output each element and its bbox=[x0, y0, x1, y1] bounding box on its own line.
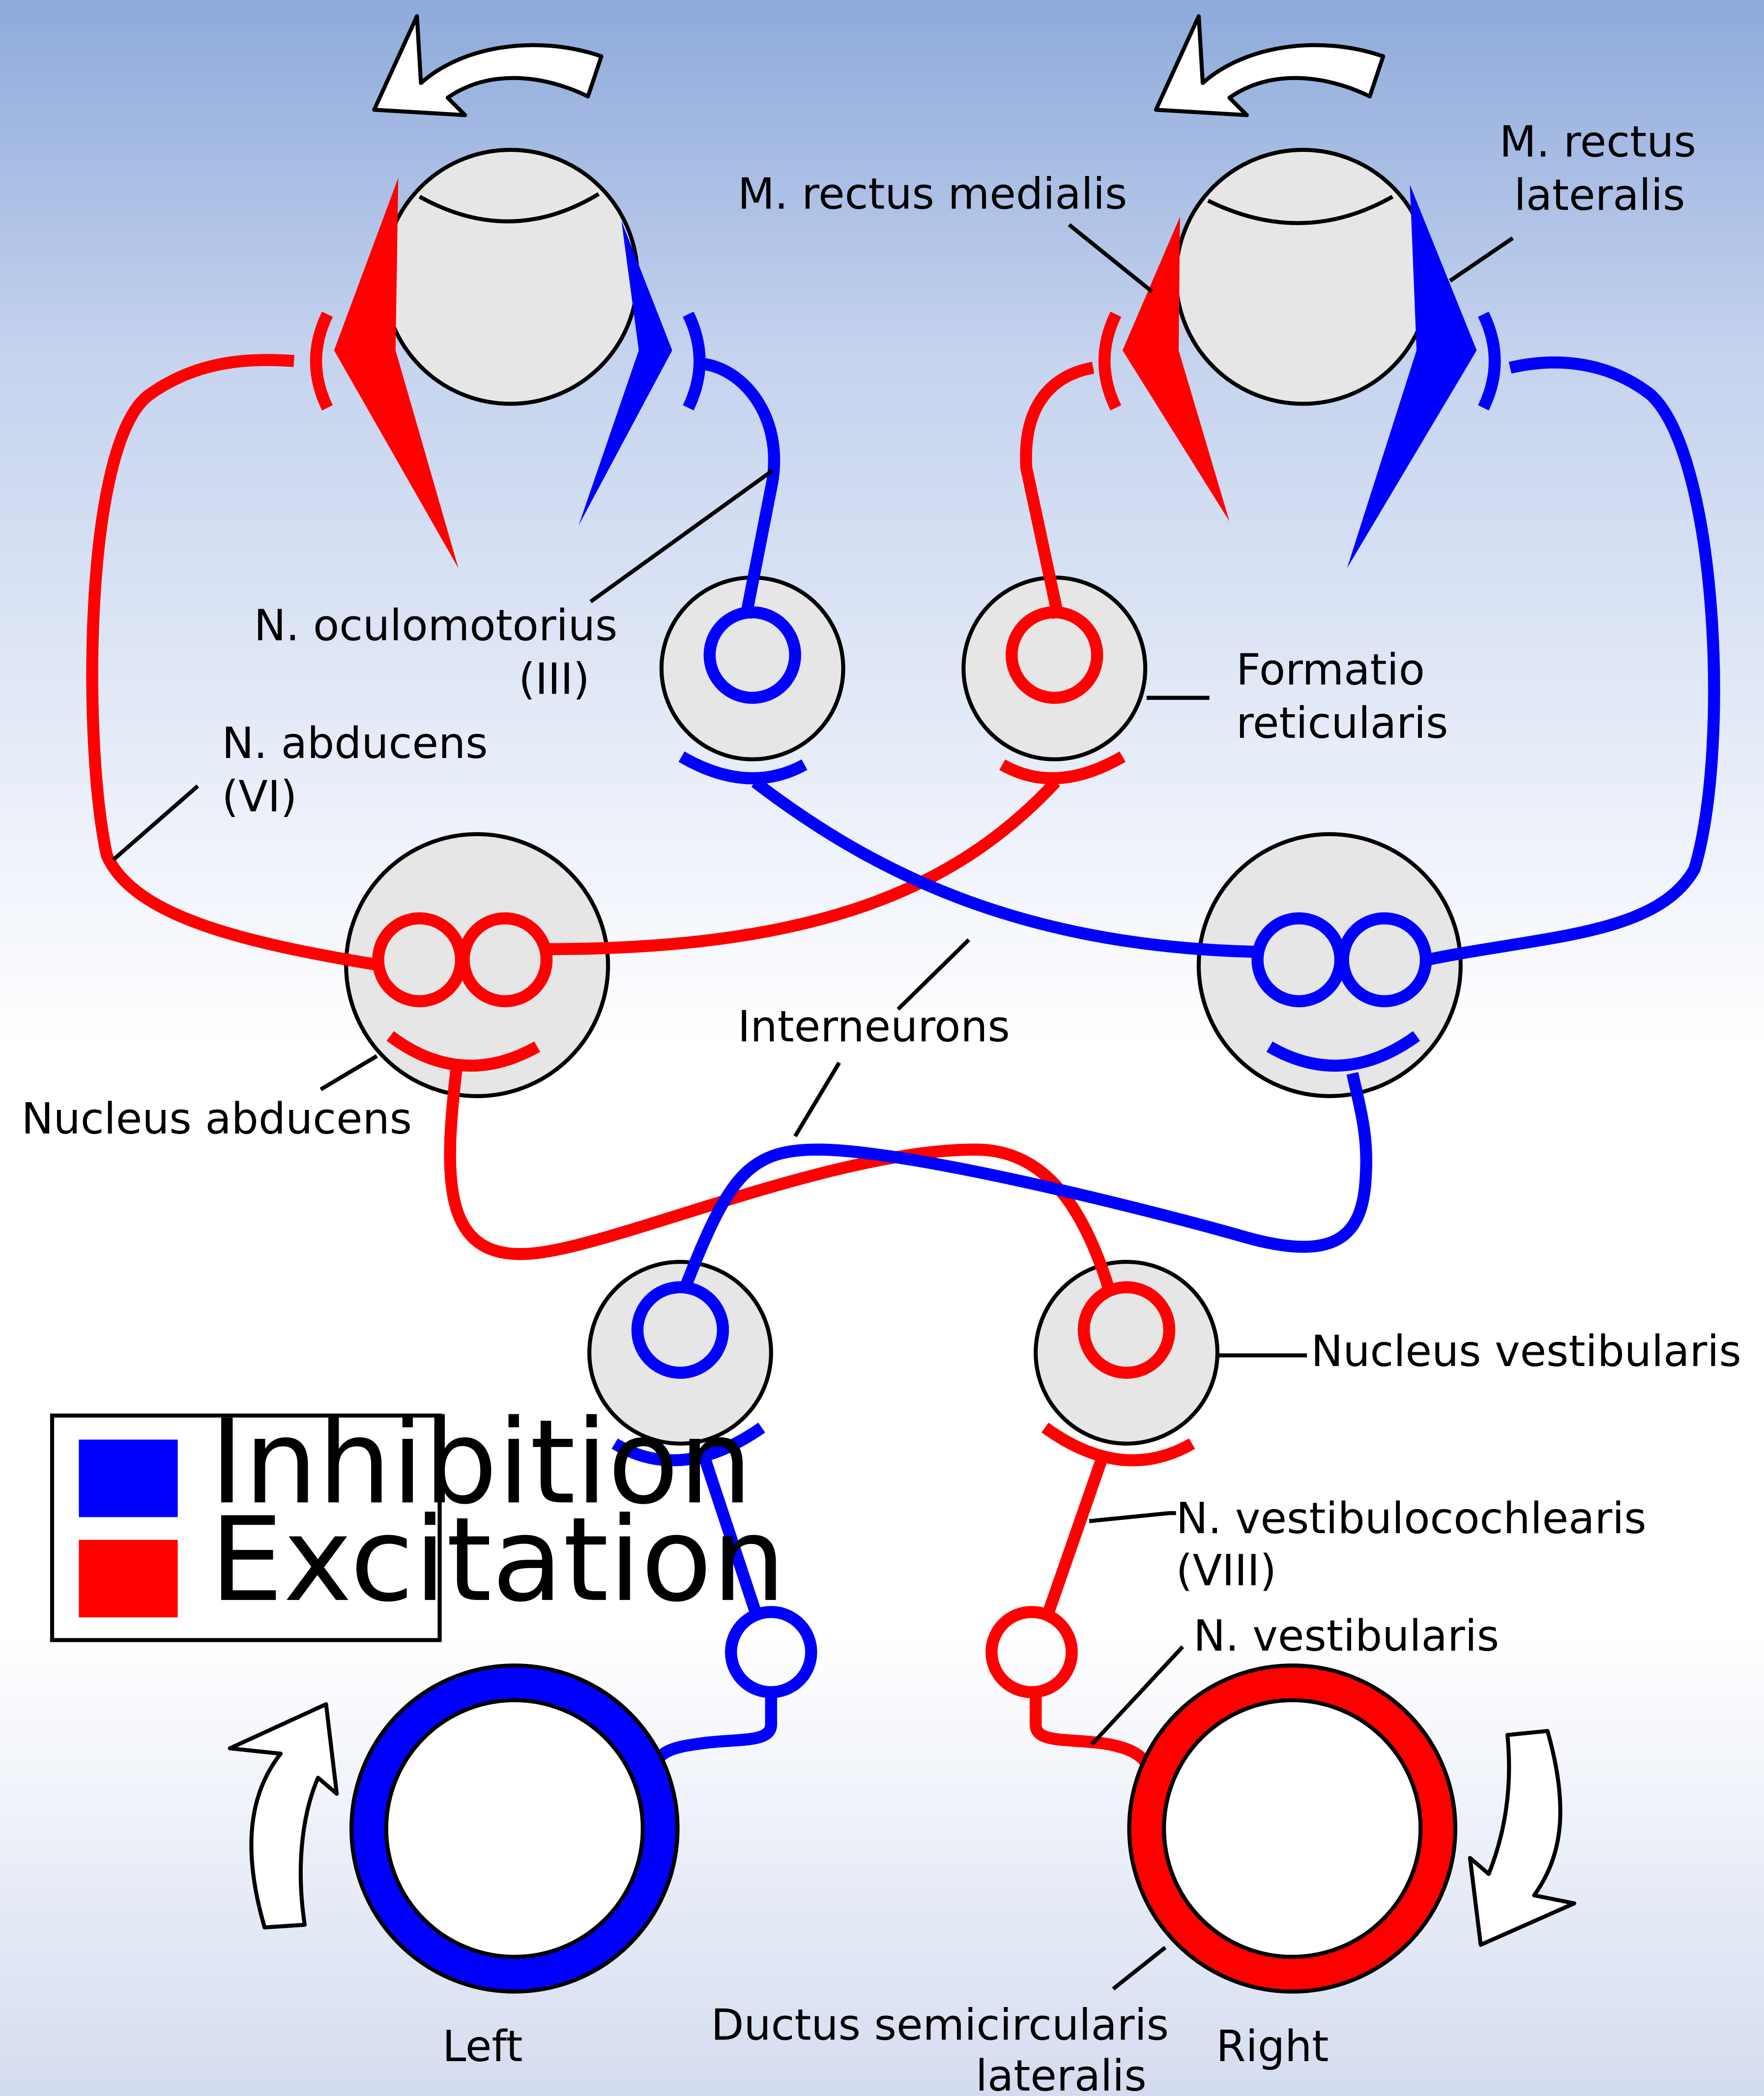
label-m-rectus-lateralis-line2: lateralis bbox=[1514, 170, 1685, 220]
m-rectus-lateralis-leader bbox=[1450, 238, 1513, 281]
right-eye bbox=[1123, 150, 1477, 568]
label-n-abducens-line1: N. abducens bbox=[222, 718, 488, 768]
left-semicircular-canal bbox=[369, 1683, 660, 1974]
interneurons-leader-lower bbox=[795, 1063, 839, 1136]
label-formatio-line2: reticularis bbox=[1236, 698, 1448, 748]
label-left: Left bbox=[442, 2021, 523, 2071]
ductus-semicircularis-leader bbox=[1113, 1948, 1165, 1989]
nucleus-abducens-leader bbox=[321, 1056, 377, 1089]
n-abducens-leader bbox=[114, 786, 198, 860]
legend: Inhibition Excitation bbox=[52, 1394, 786, 1640]
label-ductus-line1: Ductus semicircularis bbox=[711, 2000, 1169, 2050]
right-vestibular-ganglion-cell bbox=[991, 1612, 1071, 1692]
interneurons-leader-upper bbox=[898, 940, 969, 1009]
n-vestibulocochlearis-leader bbox=[1089, 1513, 1176, 1521]
m-rectus-medialis-leader bbox=[1069, 225, 1152, 291]
label-n-vestibulocochlearis-line2: (VIII) bbox=[1176, 1545, 1276, 1596]
label-n-abducens-line2: (VI) bbox=[222, 772, 297, 822]
legend-label-excitation: Excitation bbox=[210, 1492, 786, 1628]
left-abducens-nerve-pathway bbox=[92, 360, 379, 965]
interneuron-pathway-right-to-oculomotor bbox=[755, 782, 1256, 952]
left-eye bbox=[334, 150, 672, 568]
label-m-rectus-medialis: M. rectus medialis bbox=[738, 169, 1127, 219]
curved-arrow-left-icon bbox=[1156, 16, 1383, 115]
right-semicircular-canal bbox=[1147, 1683, 1438, 1974]
legend-swatch-excitation bbox=[79, 1540, 177, 1618]
curved-arrow-left-icon bbox=[374, 16, 601, 115]
right-lateral-rectus-synapse bbox=[1483, 314, 1495, 408]
label-n-vestibulocochlearis-line1: N. vestibulocochlearis bbox=[1176, 1493, 1647, 1543]
left-vestibular-nerve-pathway bbox=[659, 1693, 771, 1758]
label-n-vestibularis: N. vestibularis bbox=[1193, 1611, 1499, 1661]
left-abducens-nucleus bbox=[346, 834, 608, 1096]
right-medial-rectus-synapse bbox=[1104, 314, 1116, 408]
left-lateral-rectus-synapse bbox=[688, 314, 699, 408]
label-n-oculomotorius-line1: N. oculomotorius bbox=[254, 601, 618, 651]
right-eyeball bbox=[1176, 150, 1430, 404]
legend-swatch-inhibition bbox=[79, 1440, 177, 1517]
right-vestibular-nerve-pathway bbox=[1049, 1457, 1102, 1611]
left-eyeball bbox=[383, 150, 637, 404]
label-ductus-line2: lateralis bbox=[976, 2051, 1147, 2096]
label-formatio-line1: Formatio bbox=[1236, 644, 1425, 695]
interneuron-pathway-left-to-reticular bbox=[548, 782, 1056, 949]
label-right: Right bbox=[1216, 2021, 1329, 2071]
label-interneurons: Interneurons bbox=[738, 1001, 1010, 1051]
label-nucleus-vestibularis: Nucleus vestibularis bbox=[1311, 1326, 1741, 1376]
label-n-oculomotorius-line2: (III) bbox=[519, 654, 590, 704]
left-medial-rectus-synapse bbox=[316, 314, 327, 408]
curved-arrow-down-icon bbox=[1470, 1731, 1574, 1945]
right-abducens-nerve-pathway bbox=[1427, 362, 1714, 960]
label-m-rectus-lateralis-line1: M. rectus bbox=[1500, 116, 1696, 167]
curved-arrow-up-icon bbox=[230, 1704, 337, 1927]
label-nucleus-abducens: Nucleus abducens bbox=[22, 1094, 412, 1144]
right-vestibular-nerve-pathway bbox=[1036, 1691, 1145, 1762]
